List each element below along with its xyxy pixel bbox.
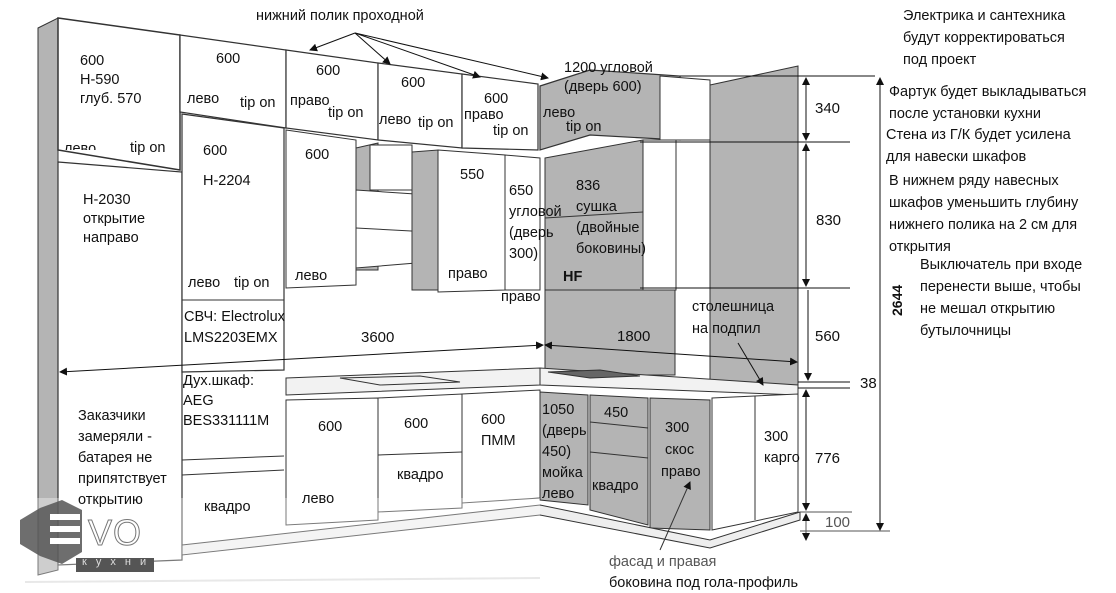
countertop-arrow bbox=[737, 342, 764, 386]
note-shelf-depth: В нижнем ряду навесных шкафов уменьшить … bbox=[889, 173, 1079, 255]
base-pmm-size: 600 ПММ bbox=[481, 412, 516, 449]
upper-2-mech: tip on bbox=[240, 95, 276, 111]
dim-560: 560 bbox=[815, 328, 841, 345]
base-sink-size: 1050 (дверь 450) мойка лево bbox=[542, 402, 587, 502]
wall-600-size: 600 bbox=[305, 147, 330, 163]
wall-650-hinge: право bbox=[501, 289, 541, 305]
upper-cabinet-1 bbox=[57, 17, 181, 171]
upper-corner-size: 1200 угловой (дверь 600) bbox=[564, 60, 653, 95]
upper-2-hinge: лево bbox=[187, 91, 220, 107]
upper-4-hinge: лево bbox=[379, 112, 412, 128]
upper-1-size: 600 Н-590 глуб. 570 bbox=[80, 53, 142, 107]
wall-836-size: 836 сушка (двойные боковины) bbox=[576, 178, 647, 257]
upper-5-hinge: право bbox=[464, 107, 504, 123]
evo-hexagon-icon bbox=[20, 500, 154, 572]
wall-gap-gray bbox=[411, 149, 439, 291]
base-cabinet-600-left bbox=[285, 397, 379, 526]
upper-3-size: 600 bbox=[316, 63, 341, 79]
dim-340: 340 bbox=[815, 100, 841, 117]
upper-4-mech: tip on bbox=[418, 115, 454, 131]
base-skos-hinge: право bbox=[661, 464, 701, 480]
base-450-size: 450 bbox=[604, 405, 629, 421]
upper-right-white bbox=[659, 75, 711, 141]
top-note: нижний полик проходной bbox=[256, 8, 424, 24]
base-cargo-size: 300 карго bbox=[764, 429, 800, 466]
base-cabinet-450 bbox=[589, 394, 649, 526]
wall-600-hinge: лево bbox=[295, 268, 328, 284]
note-drywall: Стена из Г/К будет усилена для навески ш… bbox=[886, 127, 1071, 165]
battery-note: Заказчики замеряли - батарея не припятст… bbox=[78, 408, 167, 508]
dim-1800-line bbox=[544, 341, 798, 366]
hood-box bbox=[369, 144, 413, 191]
countertop-note: столешница на подпил bbox=[692, 299, 775, 337]
dim-830: 830 bbox=[816, 212, 842, 229]
bottom-note-line1: фасад и правая bbox=[609, 554, 717, 570]
wall-550-size: 550 bbox=[460, 167, 485, 183]
base-450-type: квадро bbox=[592, 478, 639, 494]
sink bbox=[547, 369, 641, 379]
upper-cabinet-5 bbox=[461, 73, 539, 151]
oven-bottom-label: квадро bbox=[204, 499, 251, 515]
dim-3600: 3600 bbox=[361, 329, 395, 343]
logo-sub: кухни bbox=[82, 556, 156, 568]
tall-center-mech: tip on bbox=[234, 275, 270, 291]
wall-cabinet-650 bbox=[504, 154, 541, 291]
upper-corner-mech: tip on bbox=[566, 119, 602, 135]
bottom-note-arrow bbox=[659, 481, 691, 551]
tall-left-label: Н-2030 открытие направо bbox=[83, 192, 146, 246]
plinth bbox=[181, 504, 801, 556]
base-600-size: 600 bbox=[318, 419, 343, 435]
oven-label: Дух.шкаф: AEG BES331111M bbox=[183, 373, 270, 429]
base-600-hinge: лево bbox=[302, 491, 335, 507]
upper-4-size: 600 bbox=[401, 75, 426, 91]
upper-1-mech: tip on bbox=[130, 140, 166, 156]
base-cabinet-1050 bbox=[539, 391, 589, 506]
logo-brand: VO bbox=[87, 512, 143, 554]
arrow-1 bbox=[309, 32, 356, 52]
base-drawers-size: 600 bbox=[404, 416, 429, 432]
base-skos-size: 300 скос bbox=[665, 420, 695, 458]
dim-1800: 1800 bbox=[617, 328, 651, 345]
tall-center-hinge: лево bbox=[188, 275, 221, 291]
dim-776: 776 bbox=[815, 450, 841, 467]
base-drawers-type: квадро bbox=[397, 467, 444, 483]
wall-836-hf: HF bbox=[563, 269, 583, 285]
arrow-2 bbox=[354, 32, 391, 65]
wall-end-white bbox=[642, 139, 677, 291]
upper-3-hinge: право bbox=[290, 93, 330, 109]
tall-center-size: 600 Н-2204 bbox=[203, 143, 251, 189]
upper-2-size: 600 bbox=[216, 51, 241, 67]
arrow-4 bbox=[354, 32, 549, 81]
dim-100: 100 bbox=[825, 514, 851, 531]
upper-1-hinge: лево bbox=[64, 141, 97, 150]
dim-38: 38 bbox=[860, 375, 877, 392]
tall-column-side bbox=[37, 17, 59, 576]
wall-550-hinge: право bbox=[448, 266, 488, 282]
countertop-left bbox=[285, 367, 541, 396]
upper-5-mech: tip on bbox=[493, 123, 529, 139]
microwave-label: СВЧ: Electrolux LMS2203EMX bbox=[184, 309, 285, 346]
wall-650-size: 650 угловой (дверь 300) bbox=[509, 183, 562, 262]
base-cabinet-300-skos bbox=[649, 397, 711, 531]
evo-logo: VO кухни bbox=[20, 500, 170, 580]
dim-2644: 2644 bbox=[889, 284, 905, 316]
upper-5-size: 600 bbox=[484, 91, 509, 107]
upper-cabinet-2 bbox=[179, 34, 287, 129]
dim-3600-line bbox=[59, 341, 544, 376]
note-switch: Выключатель при входе перенести выше, чт… bbox=[920, 257, 1083, 339]
note-backsplash: Фартук будет выкладываться после установ… bbox=[889, 84, 1087, 122]
wall-cabinet-600 bbox=[285, 129, 357, 289]
bottom-note-line2: боковина под гола-профиль bbox=[609, 575, 799, 591]
note-electrics: Электрика и сантехника будут корректиров… bbox=[903, 8, 1066, 68]
upper-corner-hinge: лево bbox=[543, 105, 576, 121]
hob-left bbox=[339, 375, 461, 386]
backsplash-right bbox=[544, 289, 676, 376]
upper-3-mech: tip on bbox=[328, 105, 364, 121]
arrow-3 bbox=[354, 32, 481, 79]
